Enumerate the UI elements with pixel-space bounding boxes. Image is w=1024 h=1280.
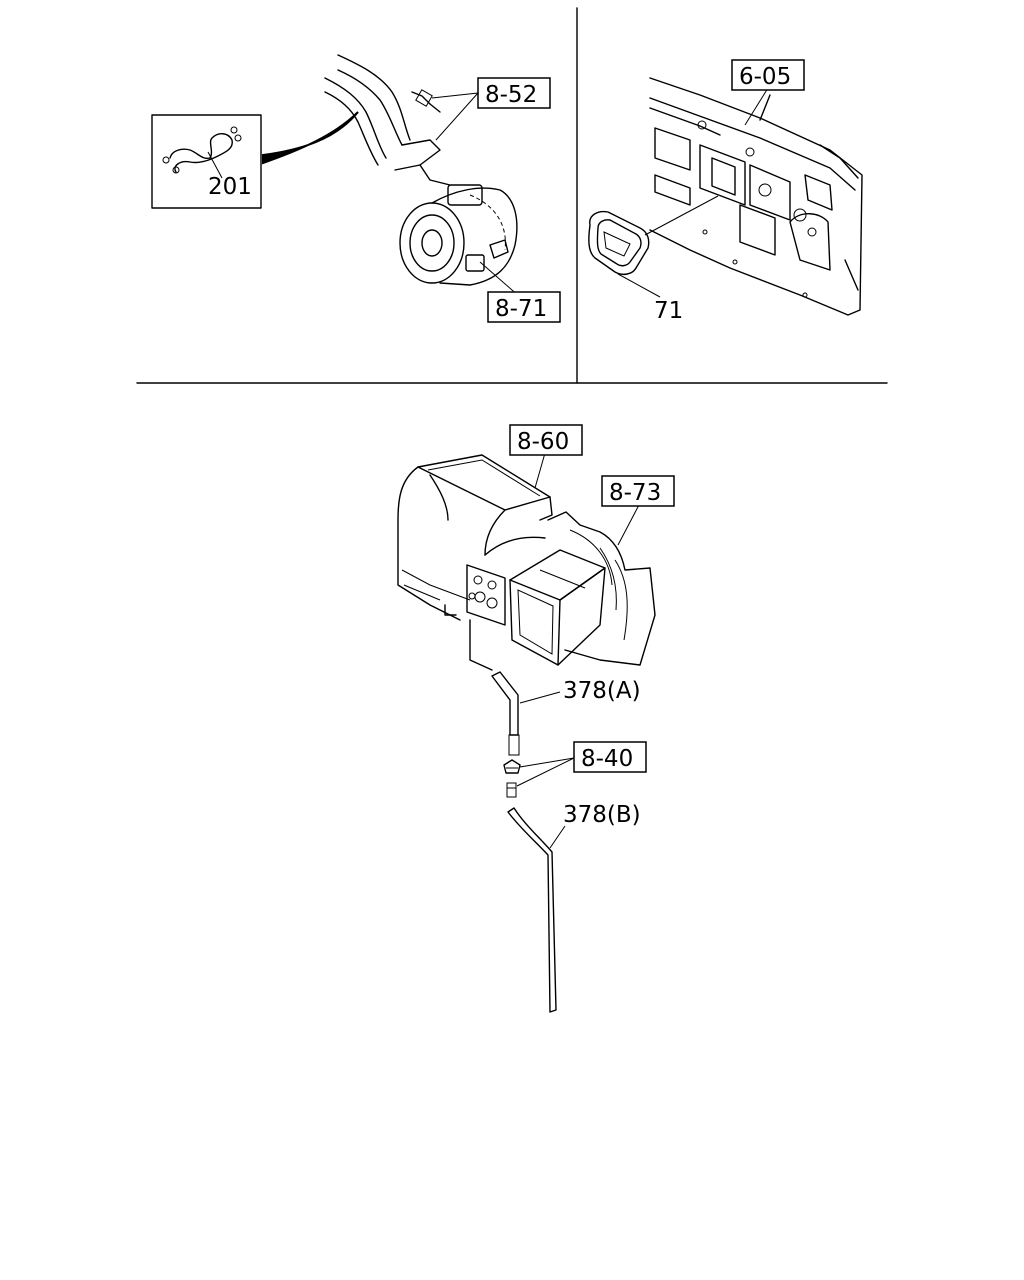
drain-hose-b bbox=[507, 807, 557, 1013]
callout-8-73: 8-73 bbox=[601, 475, 675, 507]
callout-8-52: 8-52 bbox=[477, 77, 551, 109]
callout-378b: 378(B) bbox=[563, 802, 641, 828]
panel-dividers bbox=[136, 7, 888, 384]
callout-71: 71 bbox=[654, 298, 683, 324]
seal-gasket-icon bbox=[588, 210, 650, 276]
pointer-arrow bbox=[262, 111, 359, 165]
dash-panel-icon bbox=[649, 77, 863, 316]
hose-lines bbox=[324, 54, 451, 186]
callout-8-60: 8-60 bbox=[509, 424, 583, 456]
callout-8-71: 8-71 bbox=[487, 291, 561, 323]
callout-8-71-label: 8-71 bbox=[495, 296, 547, 322]
callout-8-52-label: 8-52 bbox=[485, 82, 537, 108]
hose-clip-icon bbox=[162, 126, 242, 174]
grommet-icon bbox=[503, 759, 521, 798]
heater-unit-icon bbox=[397, 454, 656, 671]
callout-8-60-label: 8-60 bbox=[517, 429, 569, 455]
callout-6-05: 6-05 bbox=[731, 59, 805, 91]
bolt-icon bbox=[411, 89, 441, 113]
callout-201: 201 bbox=[208, 174, 252, 200]
dash-panel-assembly: 71 6-05 bbox=[588, 59, 863, 324]
clip-inset: 201 bbox=[151, 114, 262, 209]
callout-8-73-label: 8-73 bbox=[609, 480, 661, 506]
compressor-assembly: 201 8-52 8-71 bbox=[151, 54, 561, 323]
ac-compressor-icon bbox=[399, 184, 518, 286]
callout-6-05-label: 6-05 bbox=[739, 64, 791, 90]
drain-hose-icon bbox=[491, 671, 561, 756]
heater-assembly: 8-60 8-73 378(A) 8-40 378(B) bbox=[397, 424, 675, 1013]
callout-8-40-label: 8-40 bbox=[581, 746, 633, 772]
callout-8-40: 8-40 bbox=[573, 741, 647, 773]
callout-378a: 378(A) bbox=[563, 678, 641, 704]
